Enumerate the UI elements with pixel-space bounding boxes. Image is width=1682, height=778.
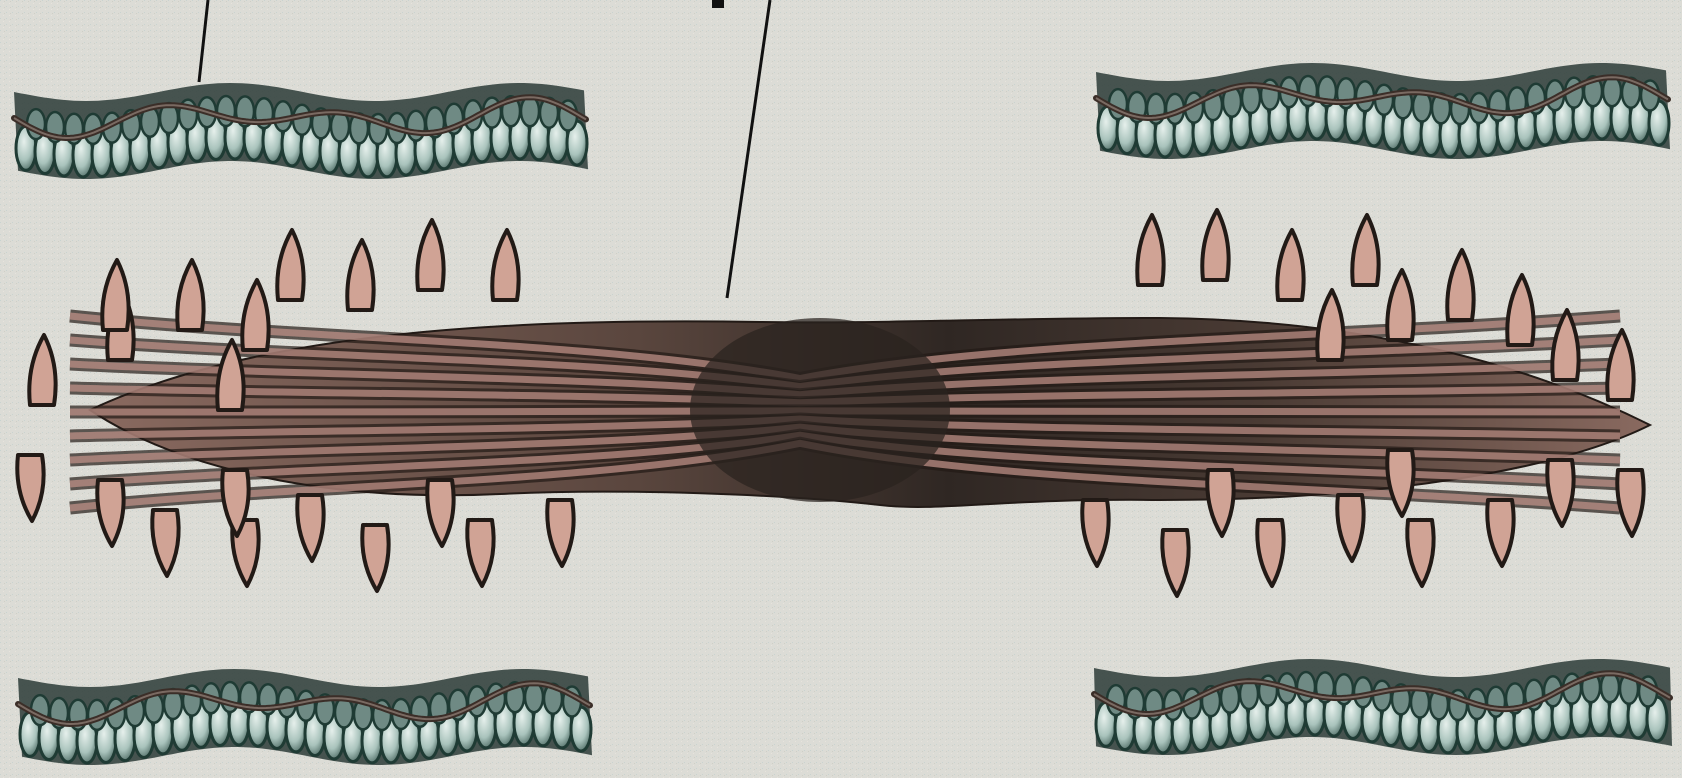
- actin-bead: [1489, 91, 1507, 121]
- actin-bead: [1487, 687, 1505, 717]
- label-fragment: [712, 0, 724, 8]
- actin-bead: [407, 111, 425, 141]
- actin-bead: [411, 697, 429, 727]
- bare-zone: [690, 318, 950, 502]
